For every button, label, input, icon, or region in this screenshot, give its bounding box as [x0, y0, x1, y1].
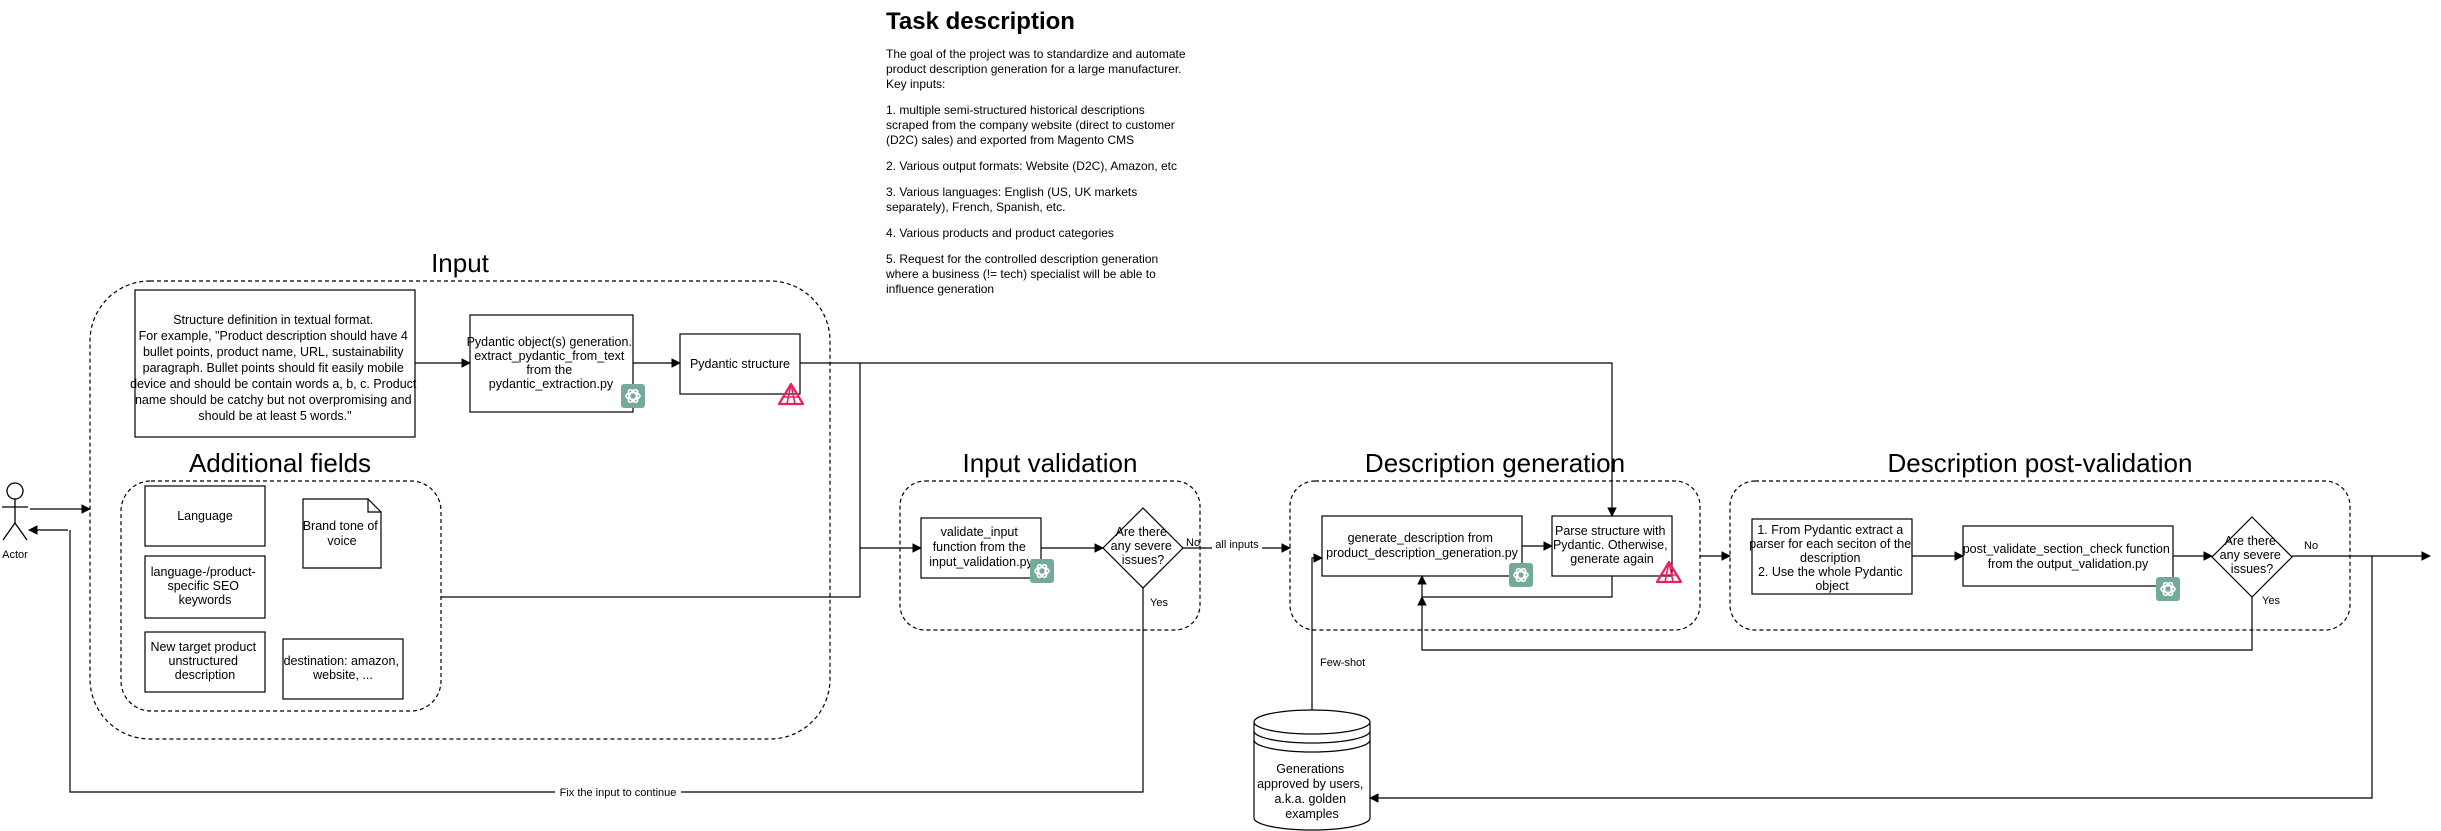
input-validation-title: Input validation [963, 448, 1138, 478]
task-paragraph: 3. Various languages: English (US, UK ma… [886, 185, 1138, 214]
validate-input-label: validate_input function from the input_v… [929, 525, 1033, 569]
edge-label-no-1: No [1186, 537, 1200, 549]
brand-tone-label: Brand tone of voice [303, 519, 382, 548]
language-label: Language [177, 509, 233, 523]
language-box[interactable] [144, 485, 266, 547]
golden-examples-database[interactable] [1253, 709, 1371, 831]
generate-description-label: generate_description from product_descri… [1326, 531, 1519, 560]
parse-structure-label: Parse structure with Pydantic. Otherwise… [1553, 524, 1671, 566]
seo-keywords-box[interactable] [144, 555, 266, 619]
input-region [89, 280, 831, 740]
task-description: Task description The goal of the project… [886, 8, 1186, 308]
destination-box[interactable] [282, 638, 404, 700]
edge-golden-to-generation [1311, 553, 1323, 710]
edge-structure-to-parse [800, 362, 1617, 517]
task-description-title: Task description [886, 8, 1075, 35]
edge-decision2-yes-to-generate [1417, 596, 2253, 651]
extract-parser-box[interactable] [1751, 518, 1913, 595]
edge-label-yes-1: Yes [1150, 597, 1168, 609]
structure-definition-box[interactable] [134, 289, 416, 438]
edge-label-few-shot: Few-shot [1320, 657, 1365, 669]
parse-structure-box[interactable] [1551, 515, 1673, 577]
post-issues-label: Are there any severe issues? [2220, 534, 2285, 576]
edge-parse-retry [1417, 575, 1613, 598]
openai-logo-icon [2155, 576, 2181, 602]
post-validate-label: post_validate_section_check function fro… [1963, 542, 2174, 571]
pydantic-structure-label: Pydantic structure [690, 357, 790, 371]
extract-parser-label: 1. From Pydantic extract a parser for ea… [1749, 523, 1914, 593]
new-product-label: New target product unstructured descript… [150, 640, 259, 682]
openai-logo-icon [620, 383, 646, 409]
destination-label: destination: amazon, website, ... [284, 654, 403, 682]
edge-label-fix-input: Fix the input to continue [560, 787, 677, 799]
edge-label-yes-2: Yes [2262, 595, 2280, 607]
task-paragraph: 5. Request for the controlled descriptio… [886, 252, 1159, 296]
task-paragraph: The goal of the project was to standardi… [886, 47, 1186, 91]
new-product-box[interactable] [144, 631, 266, 693]
seo-keywords-label: language-/product- specific SEO keywords [151, 565, 259, 607]
actor-label: Actor [2, 549, 28, 561]
structure-definition-text: Structure definition in textual format. … [130, 313, 420, 423]
additional-fields-region [120, 480, 442, 712]
edge-label-all-inputs: all inputs [1215, 539, 1259, 551]
description-generation-title: Description generation [1365, 448, 1625, 478]
input-validation-region [899, 480, 1201, 631]
task-paragraph: 2. Various output formats: Website (D2C)… [886, 159, 1178, 173]
openai-logo-icon [1029, 558, 1055, 584]
actor-figure [2, 482, 28, 541]
validate-input-box[interactable] [920, 517, 1042, 579]
task-paragraph: 1. multiple semi-structured historical d… [886, 103, 1175, 147]
input-region-title: Input [431, 248, 490, 278]
additional-fields-title: Additional fields [189, 448, 371, 478]
post-validation-title: Description post-validation [1888, 448, 2193, 478]
openai-logo-icon [1508, 562, 1534, 588]
post-validate-box[interactable] [1962, 525, 2174, 587]
task-paragraph: 4. Various products and product categori… [886, 226, 1114, 240]
edge-label-no-2: No [2304, 540, 2318, 552]
golden-examples-label: Generations approved by users, a.k.a. go… [1257, 762, 1367, 821]
pydantic-generation-text: Pydantic object(s) generation. extract_p… [467, 335, 636, 391]
generate-description-box[interactable] [1321, 515, 1523, 577]
edge-structure-to-validation [441, 363, 861, 598]
brand-tone-note[interactable] [302, 498, 382, 569]
edge-output-to-golden [1369, 556, 2373, 803]
input-issues-label: Are there any severe issues? [1111, 525, 1176, 567]
